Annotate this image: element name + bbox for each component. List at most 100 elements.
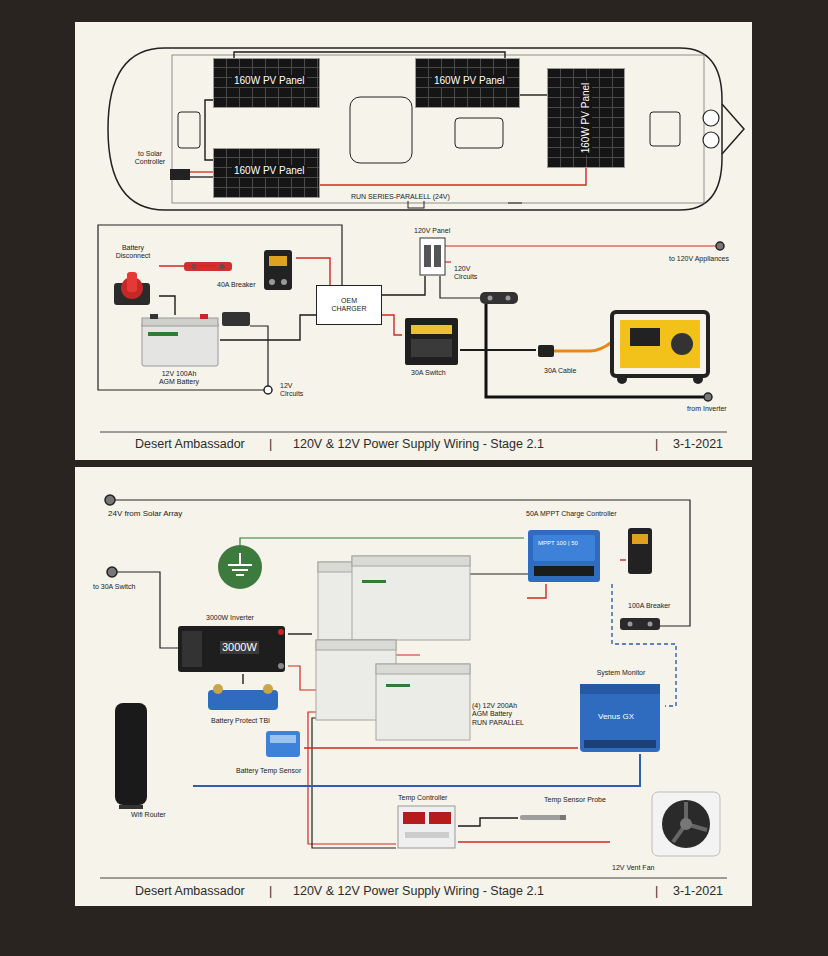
inverter-symbol [178,626,285,672]
generator-symbol [630,328,660,346]
ground-symbol [218,545,262,589]
callout-label: to 30A Switch [92,583,136,591]
trailer-outline [455,118,503,148]
generator-symbol [693,374,703,384]
device-text: Venus GX [598,712,634,722]
battery-symbol [386,684,410,687]
solar-panel: 160W PV Panel [213,58,320,108]
busbar [184,262,250,326]
battery-symbol [362,580,386,583]
fan-symbol [673,802,707,842]
circuit-breaker: 100A Breaker [626,526,672,614]
router-symbol [115,703,147,809]
wire [445,261,451,262]
trailer-outline [722,104,744,154]
thermostat-symbol [398,806,455,848]
plug-symbol [538,345,554,357]
ground-symbol [218,545,262,589]
thermostat-symbol [429,812,451,824]
splitter-symbol [506,296,511,301]
sensor-symbol [270,735,296,743]
thermostat-symbol [403,812,425,824]
disconnect-switch [114,272,150,305]
rule-line [100,432,727,878]
fan-symbol [662,800,710,848]
breaker-symbol [620,618,660,630]
router-symbol [119,805,143,809]
rule-line [100,878,727,879]
wire [159,296,175,315]
terminal-dot [105,242,724,577]
breaker-symbol [269,279,275,285]
battery-symbol [200,314,208,319]
wire [288,633,312,634]
wire [240,538,524,545]
footer-divider: | [268,437,273,452]
trailer-outline [108,48,722,210]
generator-symbol [620,320,700,368]
wire [193,754,640,786]
busbar [220,264,225,269]
circuit-breaker: 40A Breaker [216,248,296,292]
panel-label: 160W PV Panel [432,75,507,87]
sensor-symbol [266,731,300,757]
trailer-outline [508,203,522,204]
label-text: 12V Vent Fan [612,864,654,872]
callout-label: 24V from Solar Array [107,509,183,519]
inverter-symbol [182,631,202,667]
battery-protect: Battery Protect TBI [206,684,280,727]
label-text: Wifi Router [131,811,166,819]
propane-tank [703,110,719,126]
battery-symbol [352,556,470,566]
callout-label: to 120V Appliances [668,255,730,263]
breaker-symbol [264,250,292,290]
breaker-symbol [628,528,652,574]
breaker-symbol [628,622,633,627]
solar-connector [190,176,213,177]
inverter-symbol [278,629,284,635]
wire [205,100,213,160]
label-text: (4) 12V 200Ah AGM Battery RUN PARALLEL [472,702,526,727]
wire [115,500,690,848]
wire [554,342,612,351]
fan-symbol [680,818,692,830]
battery-symbol [142,314,218,366]
probe-symbol [560,815,566,820]
wire [382,276,425,295]
vent-fan: 12V Vent Fan [610,790,722,876]
battery-symbol [316,556,470,740]
terminal-dot [704,393,712,401]
wire [527,584,546,598]
wire [242,674,243,684]
wire [612,584,676,706]
disconnect-switch [127,272,137,292]
callout-label: RUN SERIES-PARALELL (24V) [350,193,451,201]
wire [304,747,578,748]
panel-label: 160W PV Panel [232,165,307,177]
transfer-switch: 30A Switch [402,316,460,380]
callout-label: 12V Circuits [279,382,311,399]
thermostat-symbol [405,832,449,838]
switch-symbol [405,318,458,365]
thermostat-symbol [398,806,455,848]
wire [296,258,330,285]
label-text: Temp Sensor Probe [544,796,606,804]
battery-symbol [148,332,178,336]
controller-symbol [534,566,594,576]
battery-bank: (4) 12V 200Ah AGM Battery RUN PARALLEL [312,552,527,742]
panelboard-symbol [420,238,445,275]
wire [520,94,547,95]
label-text: System Monitor [578,669,664,677]
wire [159,265,216,266]
trailer-outline [178,112,200,148]
label-text: 30A Cable [544,367,576,375]
battery-symbol [142,318,218,326]
trailer-outline [172,55,704,203]
propane-tank [703,132,719,148]
battery-symbol [150,314,158,319]
callout-label: to Solar Controller [131,150,169,167]
generator-symbol [671,333,693,355]
wire [250,326,268,386]
